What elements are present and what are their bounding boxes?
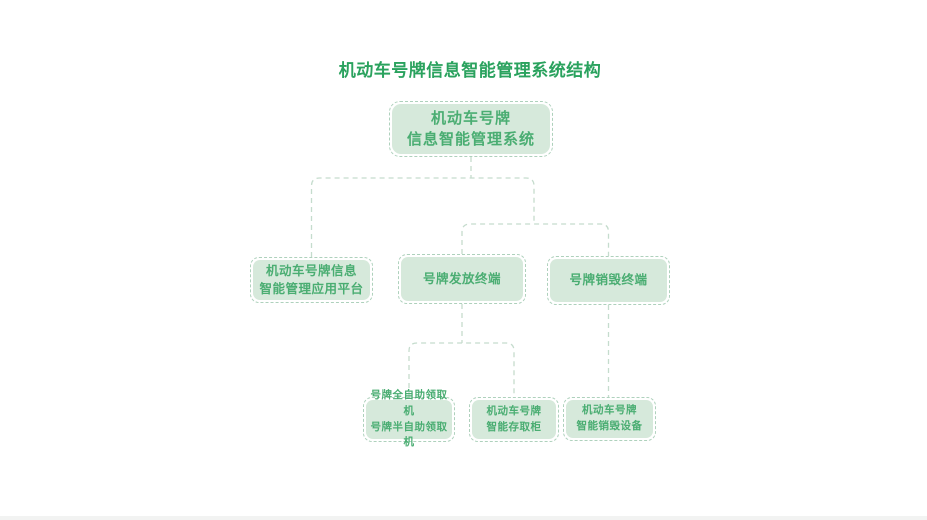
node-label-line: 智能存取柜 (486, 420, 542, 433)
node-label-line: 机动车号牌 (430, 109, 511, 127)
node-label-line: 信息智能管理系统 (406, 131, 535, 148)
node-app-platform: 机动车号牌信息 智能管理应用平台 (250, 257, 373, 303)
node-label-line: 智能管理应用平台 (259, 282, 364, 296)
node-label-line: 号牌销毁终端 (569, 273, 648, 288)
node-destroy-device: 机动车号牌 智能销毁设备 (563, 397, 656, 441)
node-label-line: 号牌半自助领取机 (370, 420, 448, 449)
node-root-system-fill: 机动车号牌 信息智能管理系统 (392, 104, 550, 154)
node-label-line: 智能销毁设备 (576, 420, 643, 432)
node-root-system: 机动车号牌 信息智能管理系统 (389, 101, 553, 157)
node-destroy-device-fill: 机动车号牌 智能销毁设备 (566, 400, 653, 438)
node-label-line: 机动车号牌 (486, 404, 542, 417)
node-destroy-terminal-fill: 号牌销毁终端 (550, 259, 667, 302)
node-app-platform-fill: 机动车号牌信息 智能管理应用平台 (253, 260, 370, 300)
node-storage-cabinet: 机动车号牌 智能存取柜 (469, 397, 559, 442)
node-label-line: 机动车号牌 (582, 404, 637, 417)
node-pickup-machines: 号牌全自助领取机 号牌半自助领取机 (363, 389, 455, 448)
node-pickup-machines-fill: 号牌全自助领取机 号牌半自助领取机 (366, 389, 452, 448)
node-destroy-terminal: 号牌销毁终端 (547, 256, 670, 305)
node-issue-terminal-fill: 号牌发放终端 (401, 257, 523, 301)
bottom-page-edge (0, 516, 927, 520)
node-issue-terminal: 号牌发放终端 (398, 254, 526, 304)
node-label-line: 号牌全自助领取机 (370, 389, 448, 417)
diagram-title: 机动车号牌信息智能管理系统结构 (338, 61, 602, 80)
node-label-line: 号牌发放终端 (422, 271, 501, 286)
node-label-line: 机动车号牌信息 (265, 263, 357, 278)
node-storage-cabinet-fill: 机动车号牌 智能存取柜 (472, 400, 556, 439)
